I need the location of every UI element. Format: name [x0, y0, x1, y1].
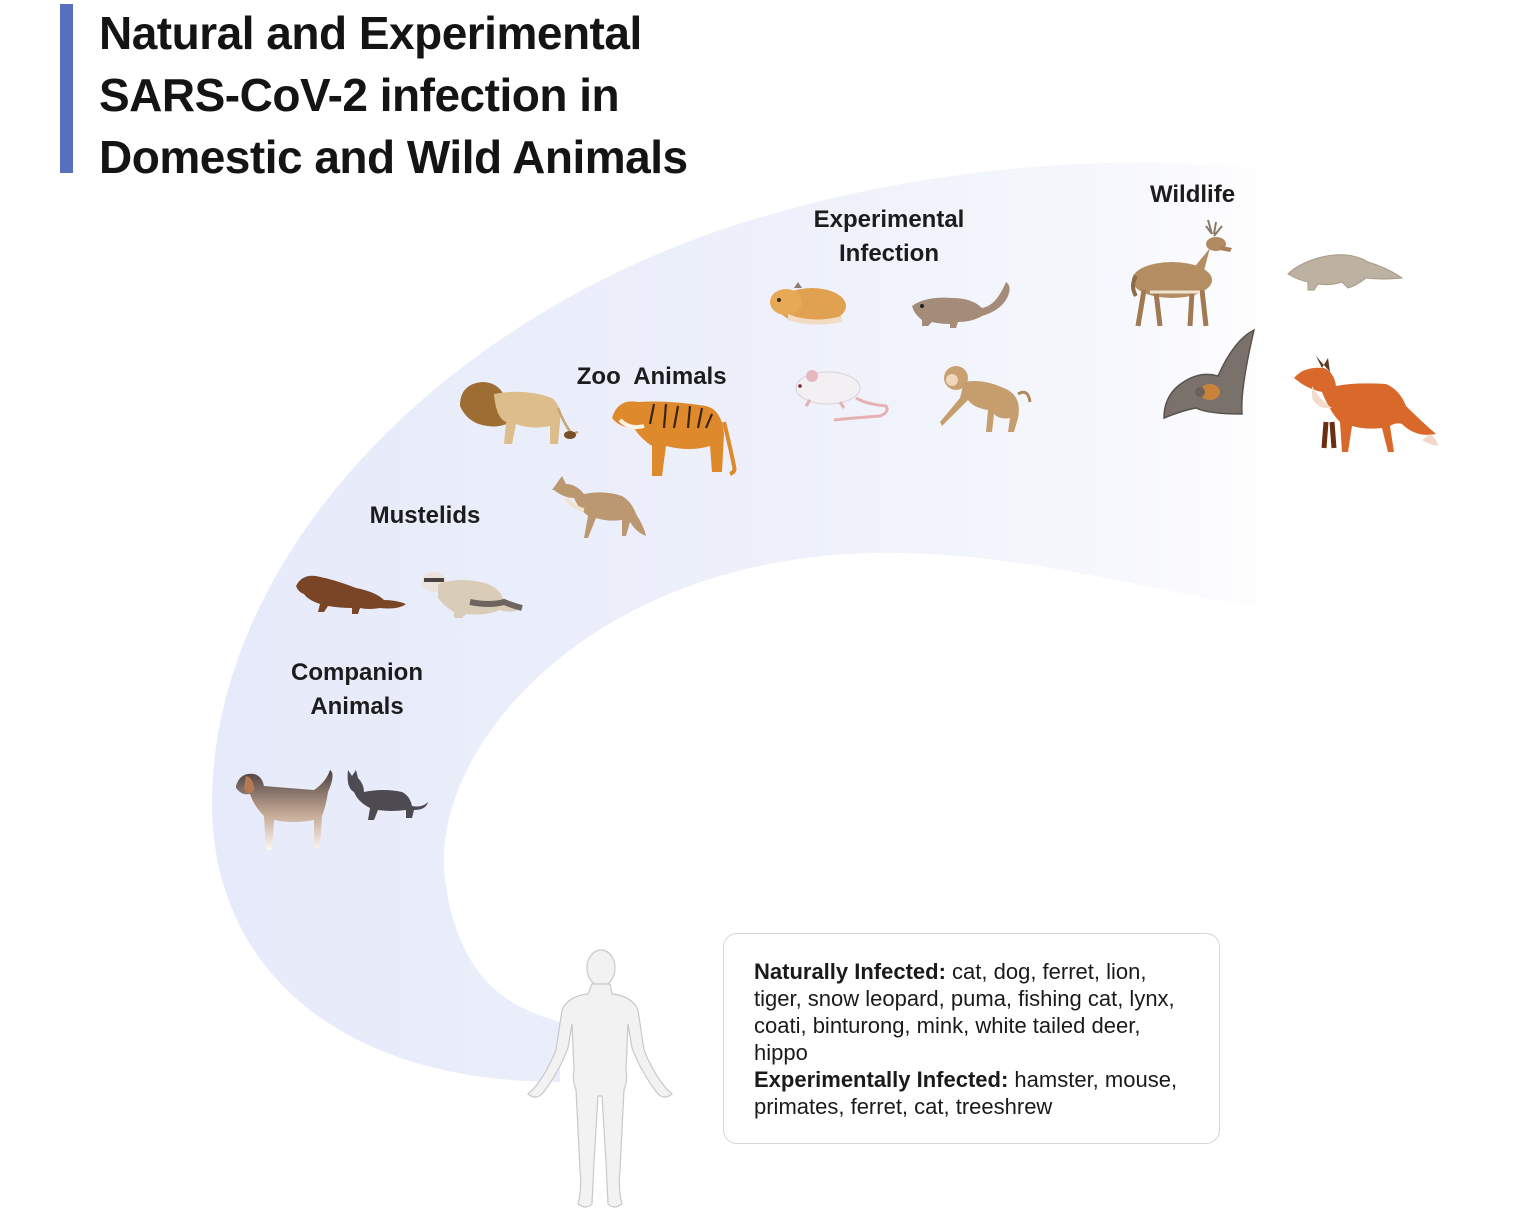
monkey-icon — [936, 364, 1032, 434]
group-label-zoo: Zoo Animals — [560, 326, 730, 394]
tiger-icon — [610, 392, 740, 476]
mustelids-label-text: Mustelids — [369, 502, 481, 529]
title-line-1: Natural and Experimental — [99, 7, 642, 59]
naturally-infected-list: cat, dog, ferret, lion, tiger, snow leop… — [754, 959, 1175, 1065]
infection-summary-box: Naturally Infected: cat, dog, ferret, li… — [723, 933, 1220, 1144]
lion-icon — [458, 378, 579, 450]
dog-icon — [234, 766, 338, 850]
bat-icon — [1162, 328, 1258, 422]
naturally-infected-paragraph: Naturally Infected: cat, dog, ferret, li… — [754, 958, 1189, 1066]
title-line-2: SARS-CoV-2 infection in — [99, 69, 620, 121]
page-title: Natural and Experimental SARS-CoV-2 infe… — [99, 2, 688, 188]
experimentally-infected-paragraph: Experimentally Infected: hamster, mouse,… — [754, 1066, 1189, 1120]
companion-label-line-2: Animals — [310, 693, 404, 720]
group-label-experimental: Experimental Infection — [800, 203, 978, 271]
group-label-companion: Companion Animals — [280, 656, 434, 724]
treeshrew-icon — [910, 280, 1016, 328]
group-label-wildlife: Wildlife — [1140, 178, 1245, 212]
experimentally-infected-list: hamster, mouse, primates, ferret, cat, t… — [754, 1067, 1178, 1119]
mouse-icon — [790, 364, 892, 422]
mink-icon — [294, 572, 406, 614]
group-label-mustelids: Mustelids — [360, 499, 490, 533]
title-line-3: Domestic and Wild Animals — [99, 131, 688, 183]
experimental-label-line-1: Experimental — [813, 206, 965, 233]
experimental-label-line-2: Infection — [839, 240, 939, 267]
zoo-label-text: Zoo Animals — [576, 363, 727, 390]
title-accent-bar — [60, 4, 73, 173]
hamster-icon — [768, 280, 850, 326]
human-figure-icon — [524, 948, 678, 1224]
pangolin-icon — [1286, 252, 1404, 294]
naturally-infected-label: Naturally Infected: — [754, 959, 946, 984]
coyote-icon — [550, 472, 648, 538]
ferret-icon — [420, 568, 524, 618]
companion-label-line-1: Companion — [291, 659, 423, 686]
wildlife-label-text: Wildlife — [1149, 181, 1236, 208]
experimentally-infected-label: Experimentally Infected: — [754, 1067, 1009, 1092]
fox-icon — [1292, 352, 1440, 452]
cat-icon — [344, 766, 430, 820]
deer-icon — [1130, 218, 1240, 330]
